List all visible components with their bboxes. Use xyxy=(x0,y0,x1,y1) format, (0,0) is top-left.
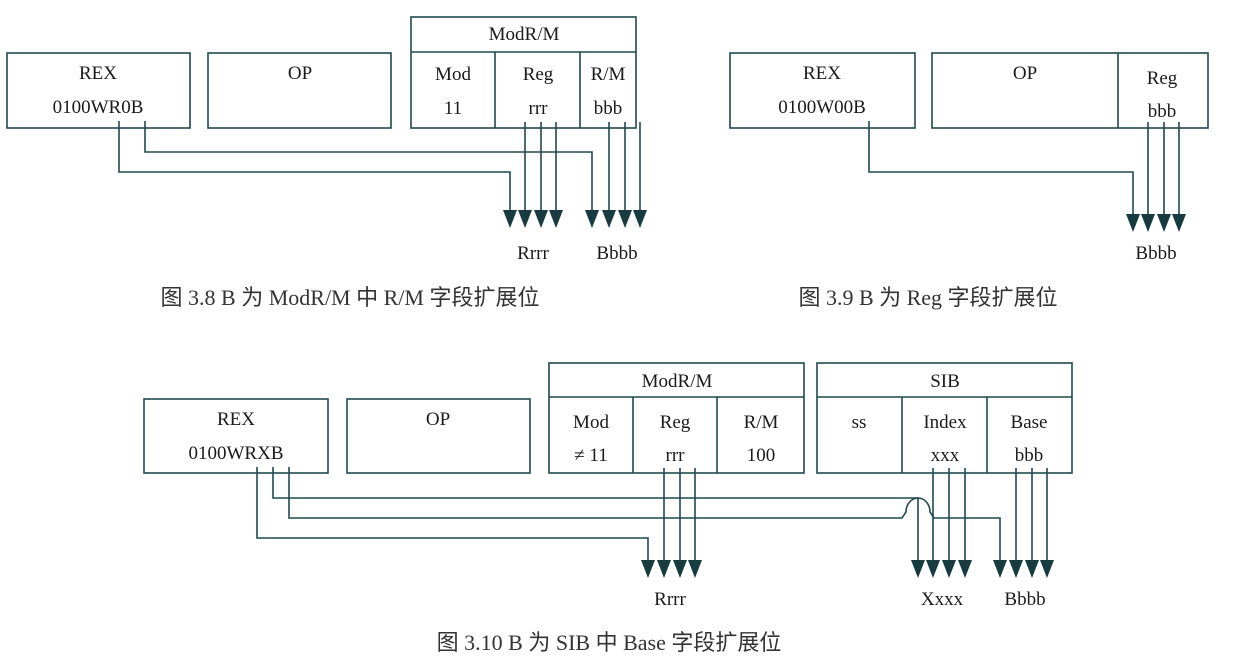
sib-field-name: Base xyxy=(1011,412,1048,433)
op-title: OP xyxy=(288,63,312,84)
sib-field-value: bbb xyxy=(1015,445,1044,466)
modrm-title: ModR/M xyxy=(642,371,713,392)
arrow-head xyxy=(585,210,599,228)
op-box xyxy=(207,52,392,129)
op-box xyxy=(931,52,1209,129)
arrow-head xyxy=(1172,214,1186,232)
arrow-head xyxy=(673,560,687,578)
figure-3-10: REX 0100WRXB OP ModR/M Mod ≠ 11 Reg rrr R/M 100 SI… xyxy=(143,362,1073,655)
arrow-head xyxy=(911,560,925,578)
modrm-title: ModR/M xyxy=(489,24,560,45)
modrm-field-value: rrr xyxy=(666,445,686,466)
sib-box xyxy=(816,362,1073,474)
arrow-head xyxy=(958,560,972,578)
modrm-field-value: rrr xyxy=(529,98,549,119)
modrm-box xyxy=(548,362,805,474)
op-box xyxy=(346,398,531,474)
result-rrrr: Rrrr xyxy=(517,243,549,264)
rex-bits: 0100W00B xyxy=(778,97,866,118)
arrow-head xyxy=(503,210,517,228)
result-bbbb: Bbbb xyxy=(596,243,637,264)
wire-rex-b xyxy=(868,121,1134,218)
sib-field-name: Index xyxy=(923,412,967,433)
arrow-head xyxy=(688,560,702,578)
arrow-head xyxy=(657,560,671,578)
arrow-head xyxy=(1141,214,1155,232)
modrm-field-name: Mod xyxy=(573,412,609,433)
figure-caption: 图 3.9 B 为 Reg 字段扩展位 xyxy=(798,285,1057,310)
op-title: OP xyxy=(1013,63,1037,84)
modrm-field-name: Mod xyxy=(435,64,471,85)
wire-rex-r xyxy=(256,467,649,564)
arrow-head xyxy=(602,210,616,228)
rex-box xyxy=(6,52,191,129)
arrow-head xyxy=(993,560,1007,578)
modrm-box xyxy=(410,16,637,129)
figure-caption: 图 3.8 B 为 ModR/M 中 R/M 字段扩展位 xyxy=(161,285,540,310)
reg-field-name: Reg xyxy=(1147,68,1178,89)
modrm-field-name: R/M xyxy=(744,412,779,433)
arrow-head xyxy=(1009,560,1023,578)
arrow-head xyxy=(549,210,563,228)
arrow-head xyxy=(1126,214,1140,232)
rex-title: REX xyxy=(217,409,255,430)
op-title: OP xyxy=(426,409,450,430)
sib-field-value: xxx xyxy=(931,445,960,466)
rex-box xyxy=(143,398,329,474)
modrm-field-name: Reg xyxy=(660,412,691,433)
modrm-field-value: 100 xyxy=(747,445,776,466)
wire-rex-r xyxy=(118,121,511,214)
arrow-head xyxy=(926,560,940,578)
wire-rex-b xyxy=(288,467,1001,564)
arrow-head xyxy=(633,210,647,228)
modrm-field-value: bbb xyxy=(594,98,623,119)
arrow-head xyxy=(1157,214,1171,232)
modrm-field-value: ≠ 11 xyxy=(574,445,607,466)
result-bbbb: Bbbb xyxy=(1135,243,1176,264)
result-rrrr: Rrrr xyxy=(654,589,686,610)
result-bbbb: Bbbb xyxy=(1004,589,1045,610)
figure-caption: 图 3.10 B 为 SIB 中 Base 字段扩展位 xyxy=(437,630,782,655)
arrow-head xyxy=(534,210,548,228)
arrow-head xyxy=(1040,560,1054,578)
wire-rex-b xyxy=(144,121,593,214)
figure-3-8: REX 0100WR0B OP ModR/M Mod 11 Reg rrr R/M bbbRrrr… xyxy=(6,16,647,310)
modrm-field-name: R/M xyxy=(591,64,626,85)
sib-title: SIB xyxy=(930,371,960,392)
rex-title: REX xyxy=(79,63,117,84)
reg-field-value: bbb xyxy=(1148,101,1177,122)
wire-rex-x xyxy=(272,467,919,564)
rex-bits: 0100WRXB xyxy=(189,443,284,464)
result-xxxx: Xxxx xyxy=(921,589,964,610)
arrow-head xyxy=(518,210,532,228)
arrow-head xyxy=(618,210,632,228)
rex-bits: 0100WR0B xyxy=(53,97,144,118)
arrow-head xyxy=(641,560,655,578)
modrm-field-value: 11 xyxy=(444,98,462,119)
rex-title: REX xyxy=(803,63,841,84)
modrm-field-name: Reg xyxy=(523,64,554,85)
arrow-head xyxy=(942,560,956,578)
sib-field-name: ss xyxy=(852,412,867,433)
rex-box xyxy=(729,52,916,129)
arrow-head xyxy=(1025,560,1039,578)
